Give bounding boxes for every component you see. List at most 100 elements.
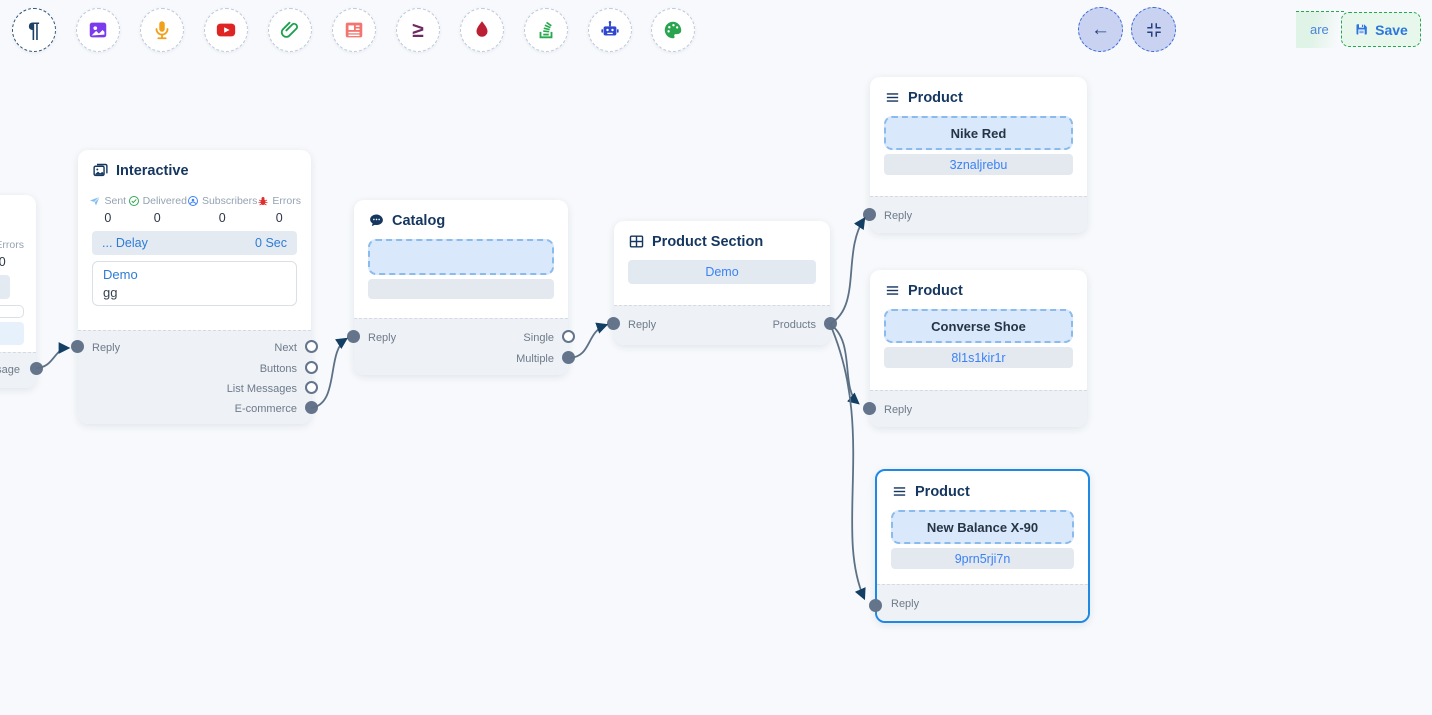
reply-input-port[interactable] [863,402,876,415]
node-title: Interactive [116,162,189,179]
ecommerce-output-port[interactable] [305,401,318,414]
next-port-label: Next [274,342,297,354]
video-block-button[interactable] [204,8,248,52]
node-title: Product [908,282,963,299]
delay-value: 0 Sec [255,236,287,250]
template-block-button[interactable] [332,8,376,52]
delay-bar[interactable]: ... Delay 0 Sec [92,231,297,255]
multiple-output-port[interactable] [562,351,575,364]
product-node[interactable]: Product Converse Shoe 8l1s1kir1r Reply [863,270,1087,427]
node-title: Product [915,483,970,500]
reply-port-label: Reply [628,319,657,331]
text-block-button[interactable]: ¶ [12,8,56,52]
reply-port-label: Reply [891,598,920,610]
edge-products-to-product3[interactable] [829,323,866,601]
product-name-box[interactable]: Converse Shoe [884,309,1073,343]
sequence-block-button[interactable] [524,8,568,52]
interactive-icon [93,163,108,177]
drip-block-button[interactable] [460,8,504,52]
multiple-port-label: Multiple [516,353,554,365]
audio-block-button[interactable] [140,8,184,52]
buttons-output-port[interactable] [305,361,318,374]
compress-icon [1146,22,1161,37]
retailer-id-box: 8l1s1kir1r [884,347,1073,368]
edge-products-to-product1[interactable] [829,217,866,325]
reply-input-port[interactable] [869,599,882,612]
grid-icon [629,235,644,248]
message-body: gg [103,285,118,300]
reply-input-port[interactable] [607,317,620,330]
single-port-label: Single [523,332,554,344]
products-port-label: Products [772,319,816,331]
file-block-button[interactable] [268,8,312,52]
product-node[interactable]: Product Nike Red 3znaljrebu Reply [863,77,1087,233]
image-icon [89,22,107,38]
node-title: Catalog [392,212,446,229]
condition-block-button[interactable]: ≥ [396,8,440,52]
delay-bar[interactable]: Sec [0,275,10,299]
products-output-port[interactable] [824,317,837,330]
save-label: Save [1375,21,1408,38]
stats-row: Sent 0 Delivered 0 Subscribers 0 Errors … [78,185,311,231]
retailer-id-box: 3znaljrebu [884,154,1073,175]
reply-port-label: Reply [884,404,913,416]
greater-equal-icon: ≥ [412,18,424,42]
image-block-button[interactable] [76,8,120,52]
product-node-selected[interactable]: Product New Balance X-90 9prn5rji7n Repl… [869,469,1090,623]
chat-bubble-icon [370,214,383,227]
product-section-node[interactable]: Product Section Demo Reply Products [607,221,837,345]
palette-icon [664,21,682,39]
reply-port-label: Reply [884,210,913,222]
next-output-port[interactable] [305,340,318,353]
newspaper-icon [345,22,363,38]
edge-multiple-to-section[interactable] [569,322,609,359]
reply-input-port[interactable] [347,330,360,343]
single-output-port[interactable] [562,330,575,343]
catalog-node[interactable]: Catalog Reply Single Multiple [347,200,575,375]
message-title: Demo [103,267,138,282]
youtube-icon [216,23,236,37]
bot-block-button[interactable] [588,8,632,52]
buttons-port-label: Buttons [259,363,297,375]
microphone-icon [155,21,169,40]
reply-port-label: Reply [92,342,121,354]
check-circle-icon [128,196,139,206]
paper-plane-icon [90,196,101,206]
clipped-message-node[interactable]: Errors 0 Sec essage [0,195,43,388]
product-name-box[interactable]: New Balance X-90 [891,510,1074,544]
delay-label: ... Delay [102,236,148,250]
list-messages-port-label: List Messages [226,383,297,395]
message-preview[interactable]: Demo gg [92,261,297,306]
errors-stat-value: 0 [0,255,6,269]
reply-input-port[interactable] [863,208,876,221]
hamburger-icon [886,93,899,102]
fragment-text: are [1310,22,1329,37]
droplet-icon [476,21,488,37]
hamburger-icon [886,286,899,295]
floppy-disk-icon [1356,24,1367,35]
message-output-port[interactable] [30,362,43,375]
user-circle-icon [187,196,198,206]
reply-input-port[interactable] [71,340,84,353]
pilcrow-icon: ¶ [28,18,40,42]
clipped-blue-box [0,322,24,345]
arrow-left-icon: ← [1091,19,1110,40]
section-name-box[interactable]: Demo [628,260,816,284]
robot-icon [601,21,619,36]
save-button[interactable]: Save [1341,12,1421,47]
hidden-button-fragment: are [1296,11,1344,48]
edge-products-to-product2[interactable] [829,323,860,405]
fit-view-button[interactable] [1131,7,1176,52]
clipped-content-box [0,305,24,318]
theme-block-button[interactable] [651,8,695,52]
bug-icon [258,197,268,206]
hamburger-icon [893,487,906,496]
catalog-placeholder [368,279,554,299]
stack-icon [539,21,553,39]
product-name-box[interactable]: Nike Red [884,116,1073,150]
list-messages-output-port[interactable] [305,381,318,394]
catalog-dropzone[interactable] [368,239,554,275]
back-button[interactable]: ← [1078,7,1123,52]
interactive-node[interactable]: Interactive Sent 0 Delivered 0 Subscribe… [71,150,318,424]
